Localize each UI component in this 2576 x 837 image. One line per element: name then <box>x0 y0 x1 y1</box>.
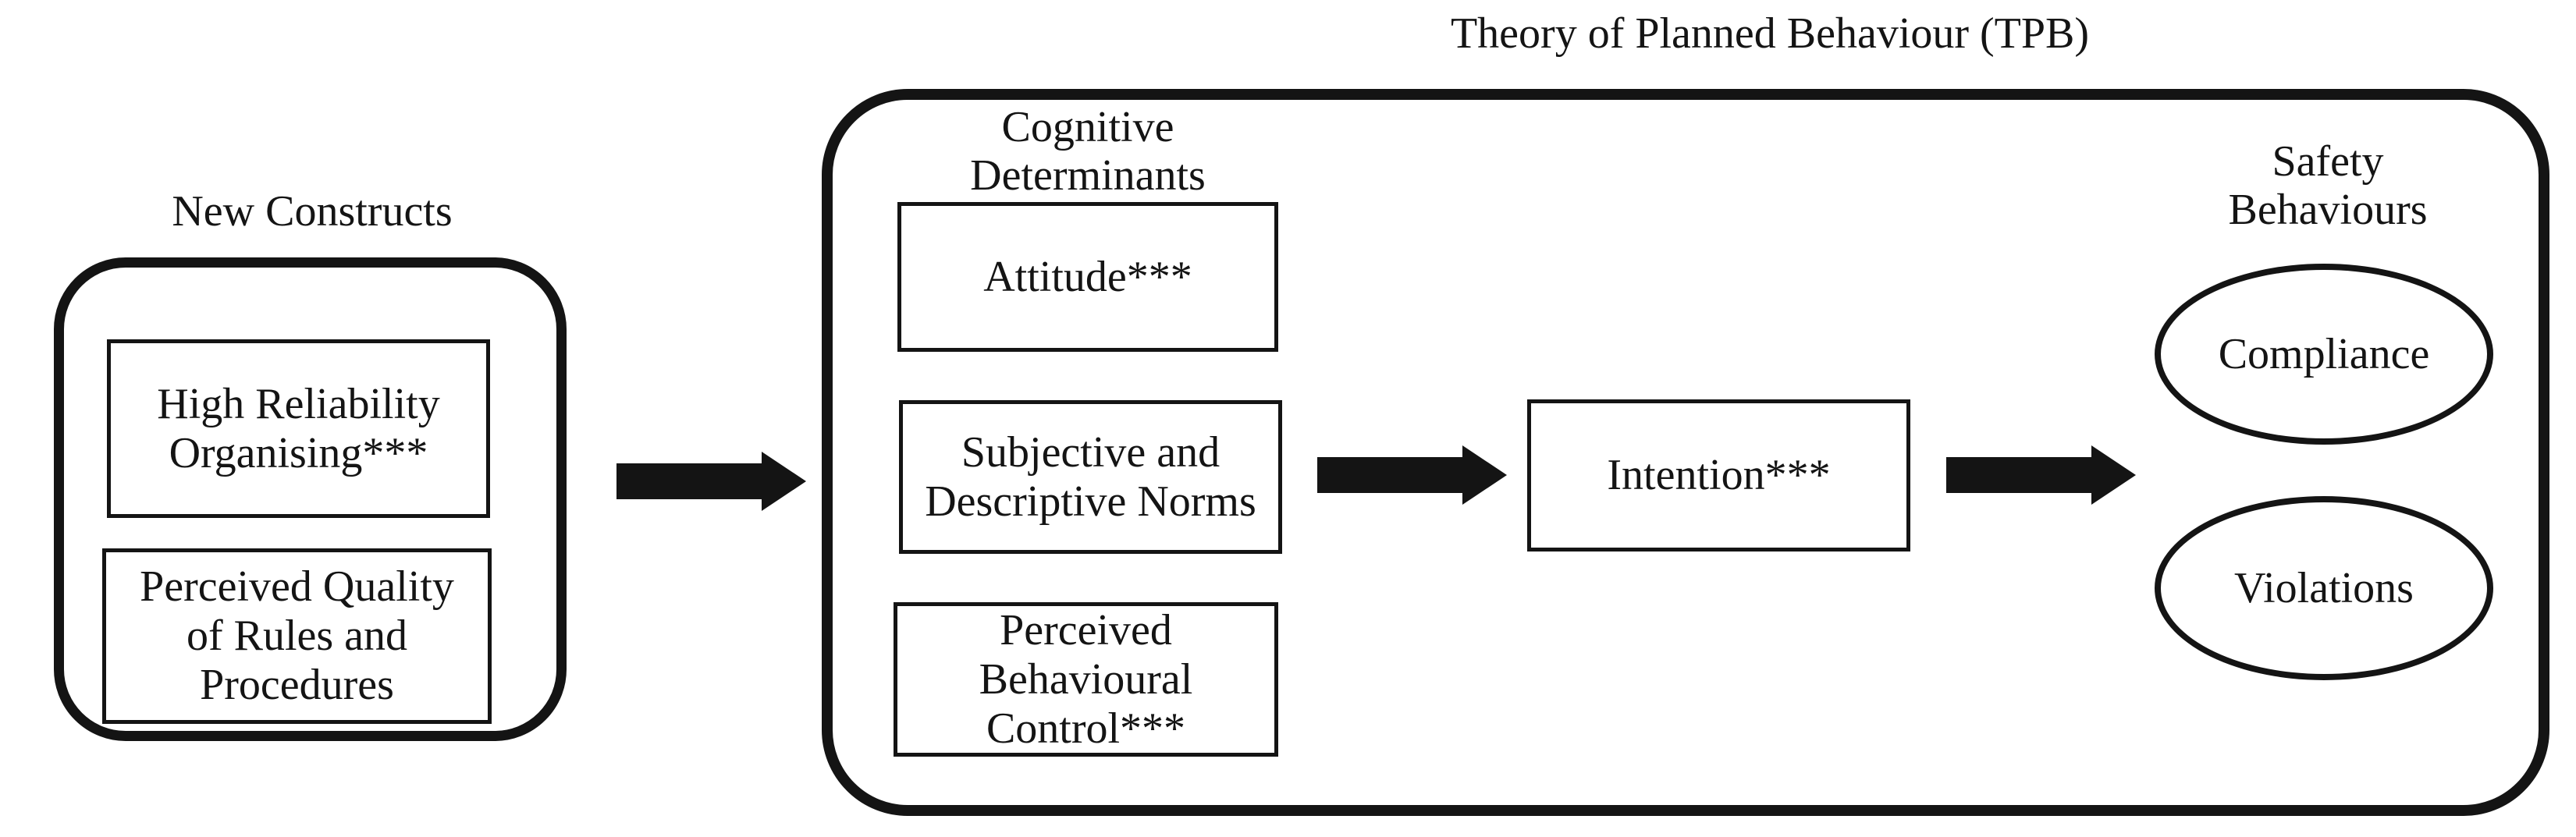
attitude-box: Attitude*** <box>897 202 1278 352</box>
tpb-title: Theory of Planned Behaviour (TPB) <box>1450 9 2090 58</box>
intention-box: Intention*** <box>1527 399 1910 551</box>
arrow-intention-to-safety-behaviours-icon <box>1946 445 2136 505</box>
subjective-descriptive-norms-box: Subjective and Descriptive Norms <box>899 400 1282 554</box>
new-constructs-container <box>54 257 567 741</box>
safety-behaviours-label: Safety Behaviours <box>2228 137 2428 234</box>
compliance-ellipse: Compliance <box>2155 264 2493 445</box>
perceived-behavioural-control-box: Perceived Behavioural Control*** <box>894 602 1278 757</box>
high-reliability-organising-box: High Reliability Organising*** <box>107 339 490 518</box>
arrow-norms-to-intention-icon <box>1317 445 1507 505</box>
perceived-quality-rules-procedures-box: Perceived Quality of Rules and Procedure… <box>102 548 492 724</box>
tpb-container <box>822 89 2549 816</box>
violations-ellipse: Violations <box>2155 496 2493 680</box>
new-constructs-label: New Constructs <box>172 187 453 236</box>
arrow-new-constructs-to-tpb-icon <box>616 452 806 511</box>
cognitive-determinants-label: Cognitive Determinants <box>970 103 1206 200</box>
